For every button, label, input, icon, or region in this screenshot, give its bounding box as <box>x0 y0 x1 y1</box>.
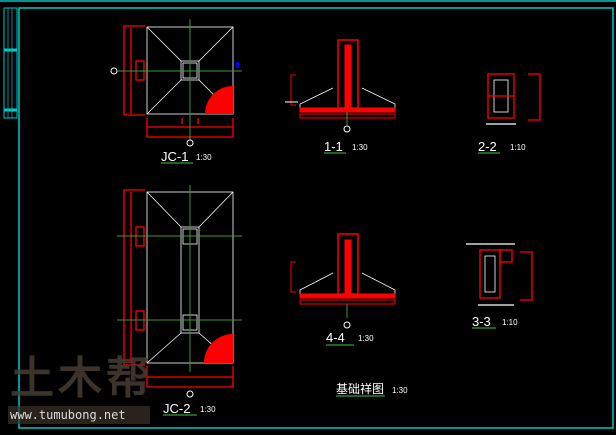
drawing-title: 基础祥图 <box>336 382 384 396</box>
jc1-plan-view[interactable] <box>110 19 242 147</box>
jc1-label: JC-1 <box>161 149 188 164</box>
jc2-plan-view[interactable] <box>117 185 242 398</box>
rebar-hatch <box>205 86 233 114</box>
axis-bubble <box>186 139 194 147</box>
section-2-2[interactable] <box>486 73 541 125</box>
section-4-4[interactable] <box>290 233 396 329</box>
s33-label: 3-3 <box>472 314 491 329</box>
jc1-scale: 1:30 <box>196 153 212 162</box>
s11-scale: 1:30 <box>352 143 368 152</box>
jc2-scale: 1:30 <box>200 405 216 414</box>
watermark-logo: 土木帮 <box>10 353 154 404</box>
s33-scale: 1:10 <box>502 318 518 327</box>
jc2-label: JC-2 <box>163 401 190 416</box>
s22-scale: 1:10 <box>510 143 526 152</box>
axis-bubble <box>110 67 118 75</box>
s22-label: 2-2 <box>478 139 497 154</box>
s11-label: 1-1 <box>324 139 343 154</box>
s44-label: 4-4 <box>326 330 345 345</box>
drawing-title-scale: 1:30 <box>392 386 408 395</box>
watermark-url: www.tumubong.net <box>8 406 150 424</box>
section-1-1[interactable] <box>285 39 396 133</box>
s44-scale: 1:30 <box>358 334 374 343</box>
section-3-3[interactable] <box>466 243 533 306</box>
